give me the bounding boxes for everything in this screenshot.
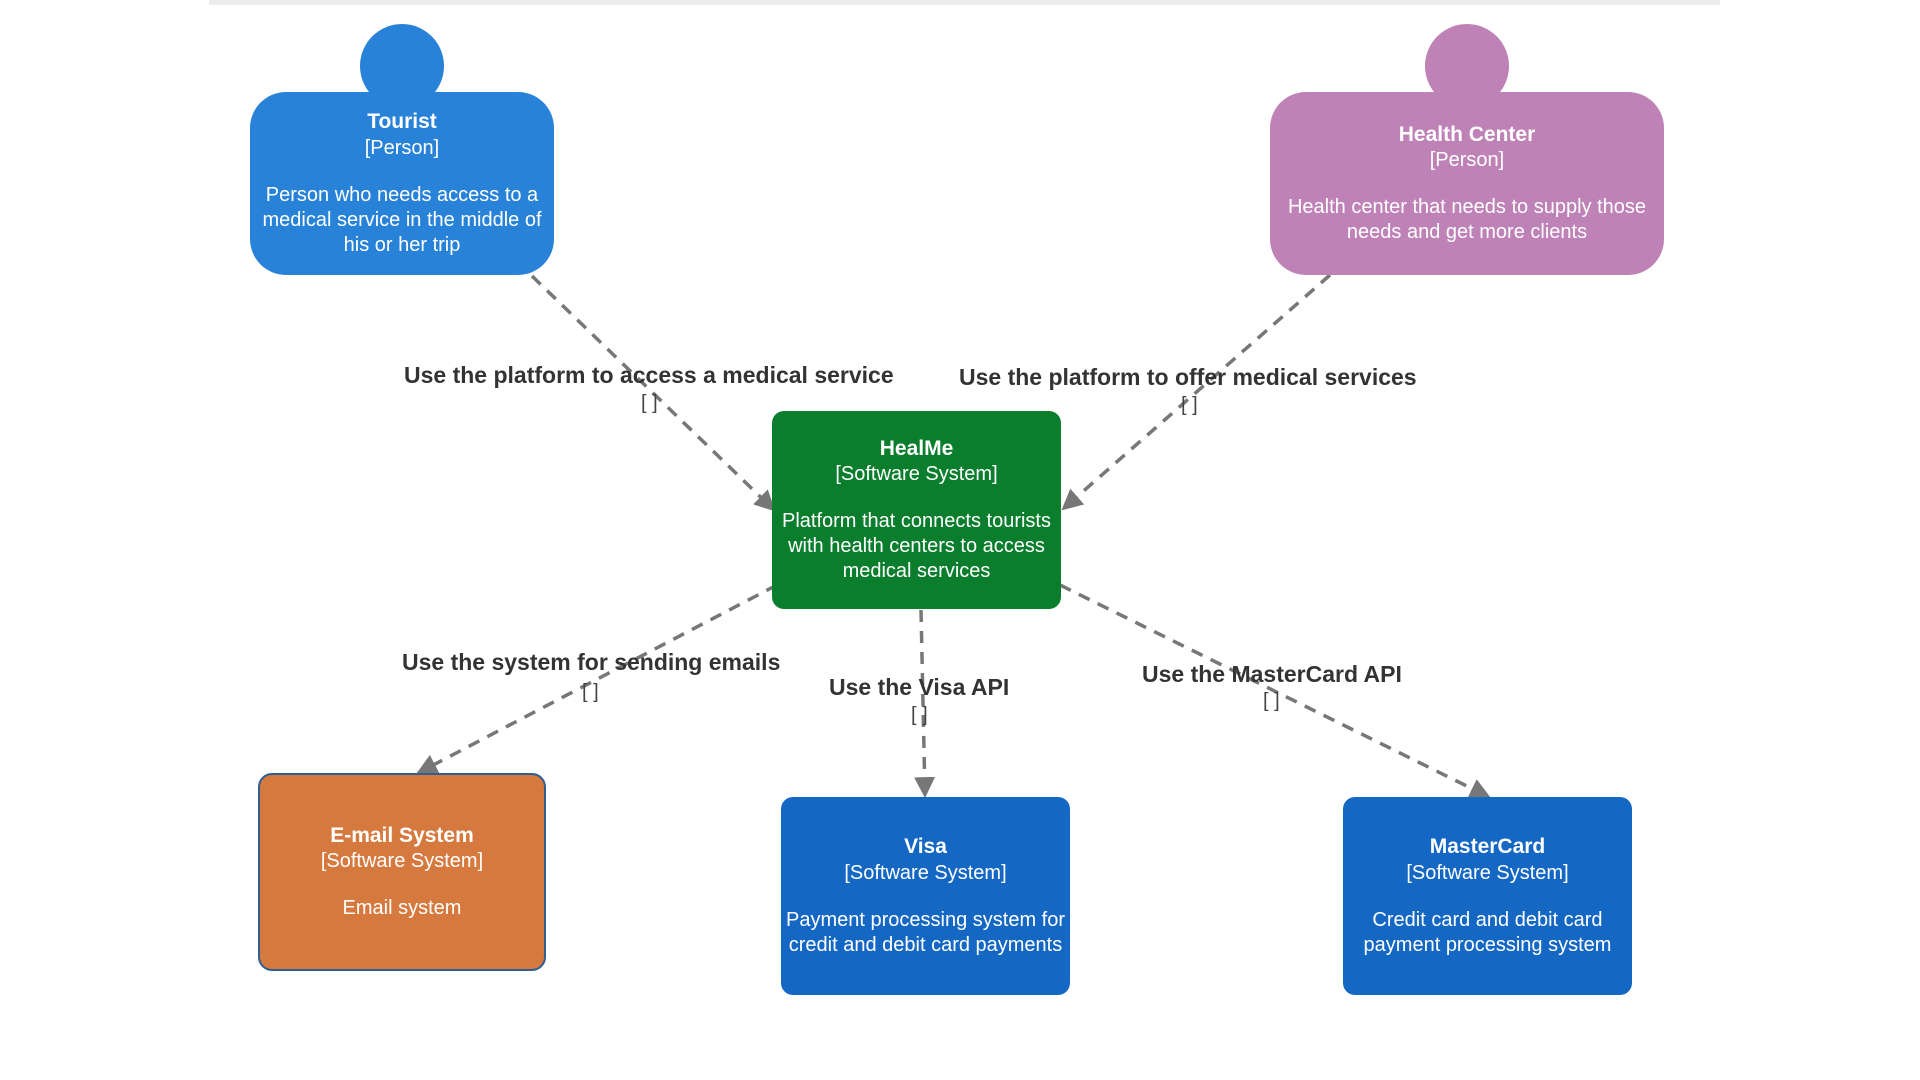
healme-description: Platform that connects tourists with hea… — [781, 510, 1051, 583]
email-name: E-mail System — [330, 823, 474, 847]
top-bar — [209, 0, 1720, 5]
edge-label-tourist-healme: Use the platform to access a medical ser… — [404, 362, 894, 388]
email-system[interactable]: E-mail System [Software System] Email sy… — [258, 773, 546, 971]
edge-label-healme-visa: Use the Visa API — [829, 674, 1010, 700]
edge-healme-mastercard — [1059, 583, 1491, 799]
edge-label-healme-mastercard: Use the MasterCard API — [1142, 661, 1402, 687]
edge-label-health-center-healme: Use the platform to offer medical servic… — [959, 364, 1417, 390]
edge-tech-tourist-healme: [ ] — [641, 392, 658, 414]
mastercard-type: [Software System] — [1406, 861, 1569, 884]
visa-description: Payment processing system for credit and… — [786, 908, 1065, 956]
visa-name: Visa — [904, 835, 947, 859]
mastercard-description: Credit card and debit card payment proce… — [1363, 908, 1612, 956]
edge-label-healme-email: Use the system for sending emails — [402, 649, 781, 675]
edge-healme-email — [416, 583, 778, 775]
visa-type: [Software System] — [844, 861, 1007, 884]
mastercard-name: MasterCard — [1429, 835, 1546, 859]
healme-name: HealMe — [879, 436, 954, 460]
tourist-person[interactable]: Tourist [Person] Person who needs access… — [250, 92, 554, 275]
email-type: [Software System] — [320, 850, 484, 873]
health-center-type: [Person] — [1429, 149, 1505, 172]
tourist-type: [Person] — [364, 136, 440, 159]
healme-system[interactable]: HealMe [Software System] Platform that c… — [772, 411, 1061, 609]
edge-tech-healme-visa: [ ] — [911, 704, 928, 726]
edge-tourist-healme — [530, 274, 776, 512]
healme-type: [Software System] — [835, 463, 998, 486]
health-center-description: Health center that needs to supply those… — [1287, 196, 1646, 244]
edge-health-center-healme — [1061, 273, 1332, 511]
edge-tech-healme-email: [ ] — [582, 681, 599, 703]
mastercard-system[interactable]: MasterCard [Software System] Credit card… — [1343, 797, 1632, 995]
health-center-person[interactable]: Health Center [Person] Health center tha… — [1270, 92, 1664, 275]
edge-healme-visa — [914, 609, 936, 799]
edge-tech-healme-mastercard: [ ] — [1263, 690, 1280, 712]
visa-system[interactable]: Visa [Software System] Payment processin… — [781, 797, 1070, 995]
tourist-description: Person who needs access to a medical ser… — [262, 183, 542, 256]
tourist-name: Tourist — [367, 110, 437, 134]
email-description: Email system — [342, 897, 462, 920]
edge-tech-health-center-healme: [ ] — [1181, 394, 1198, 416]
health-center-name: Health Center — [1398, 122, 1536, 146]
